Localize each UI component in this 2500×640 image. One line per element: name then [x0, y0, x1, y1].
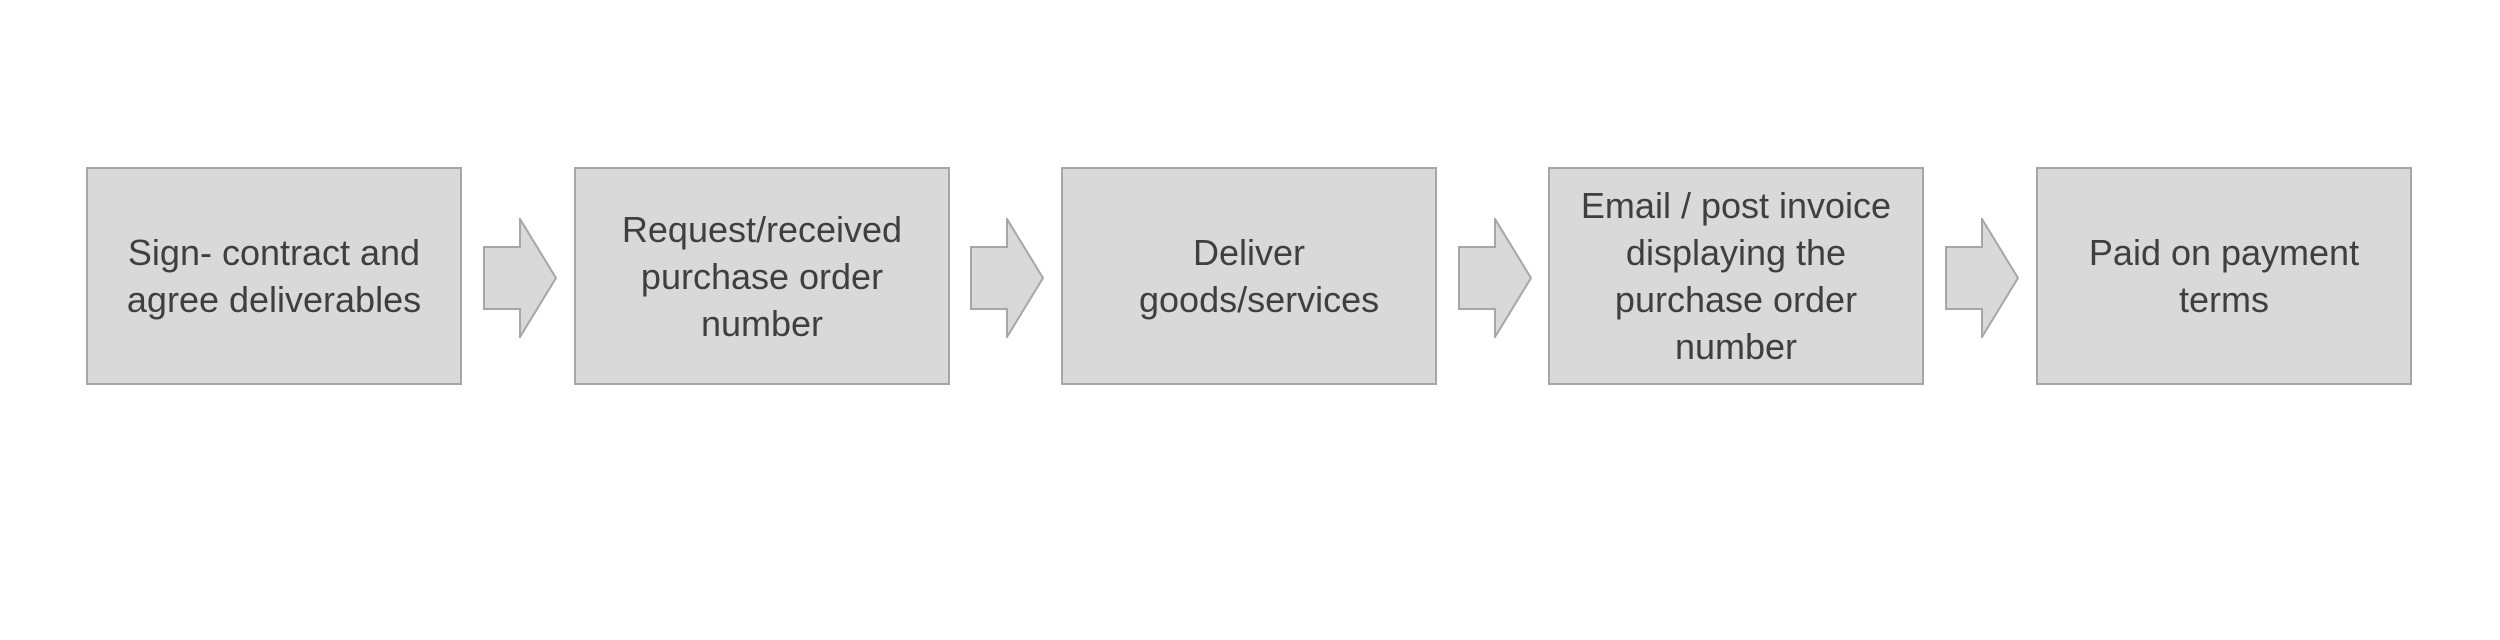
step-2-label: Request/received purchase order number	[621, 208, 903, 344]
step-1-box: Sign- contract and agree deliverables	[86, 167, 462, 385]
step-5-box: Paid on payment terms	[2036, 167, 2412, 385]
arrow-right-icon	[1945, 218, 2019, 338]
step-3-label: Deliver goods/services	[1139, 232, 1380, 320]
arrow-right-icon	[1458, 218, 1532, 338]
arrow-right-icon	[483, 218, 557, 338]
step-4-box: Email / post invoice displaying the purc…	[1548, 167, 1924, 385]
step-4-label: Email / post invoice displaying the purc…	[1580, 185, 1892, 367]
step-1-label: Sign- contract and agree deliverables	[126, 232, 422, 320]
arrow-right-icon	[970, 218, 1044, 338]
step-2-box: Request/received purchase order number	[574, 167, 950, 385]
step-3-box: Deliver goods/services	[1061, 167, 1437, 385]
step-5-label: Paid on payment terms	[2088, 232, 2360, 320]
